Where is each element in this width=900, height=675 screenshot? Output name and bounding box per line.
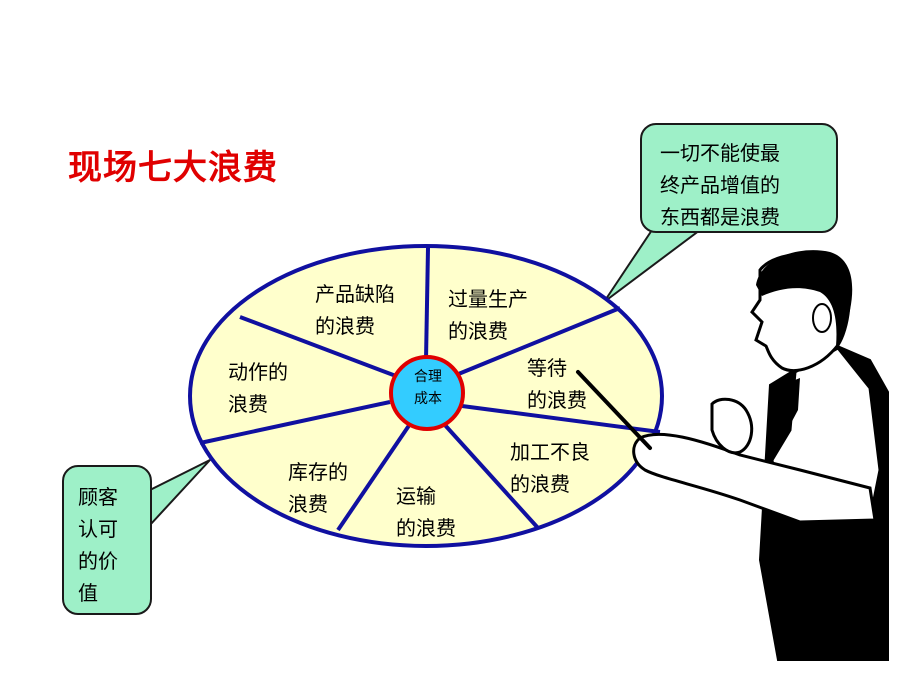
segment-label-line: 库存的: [288, 460, 348, 484]
spoke-transport-inventory: [336, 422, 412, 532]
segment-label-line: 运输: [396, 484, 436, 508]
segment-label-line: 产品缺陷: [315, 282, 395, 306]
spoke-waiting-processing: [461, 404, 661, 434]
presenter-ear: [812, 303, 832, 333]
spoke-inventory-motion: [199, 400, 391, 445]
segment-label-line: 的浪费: [527, 388, 587, 412]
segment-label-line: 的浪费: [396, 516, 456, 540]
segment-waiting: 等待 的浪费: [527, 352, 587, 416]
segment-label-line: 过量生产: [448, 287, 528, 311]
presenter-hand: [710, 397, 754, 455]
segment-label-line: 的浪费: [510, 472, 570, 496]
slide-title: 现场七大浪费: [68, 148, 278, 188]
spoke-defects-overproduction: [424, 247, 430, 361]
callout-definition-line: 终产品增值的: [660, 173, 780, 197]
segment-label-line: 浪费: [228, 392, 268, 416]
segment-label-line: 的浪费: [448, 319, 508, 343]
callout-value-line: 值: [78, 581, 98, 605]
segment-label-line: 动作的: [228, 360, 288, 384]
callout-definition-line: 东西都是浪费: [660, 205, 780, 229]
hub-label-line: 合理: [414, 369, 442, 385]
segment-inventory: 库存的 浪费: [288, 456, 348, 520]
presenter-tie: [778, 378, 800, 440]
spoke-motion-defects: [239, 315, 397, 378]
segment-label-line: 等待: [527, 356, 567, 380]
callout-value-tail: [149, 459, 211, 528]
segment-label-line: 的浪费: [315, 314, 375, 338]
segment-overproduction: 过量生产 的浪费: [448, 283, 528, 347]
segment-label-line: 浪费: [288, 492, 328, 516]
callout-value-line: 认可: [78, 517, 118, 541]
segment-motion: 动作的 浪费: [228, 356, 288, 420]
segment-label-line: 加工不良: [510, 440, 590, 464]
callout-value-line: 顾客: [78, 485, 118, 509]
spoke-processing-transport: [442, 422, 540, 530]
hub-label-line: 成本: [414, 391, 442, 407]
hub-label: 合理 成本: [392, 366, 464, 410]
callout-customer-value: 顾客 认可 的价 值: [62, 465, 152, 615]
reasonable-cost-hub: [389, 355, 465, 431]
callout-definition-line: 一切不能使最: [660, 141, 780, 165]
presenter-figure: [576, 250, 889, 661]
callout-value-line: 的价: [78, 549, 118, 573]
callout-definition: 一切不能使最 终产品增值的 东西都是浪费: [640, 123, 838, 233]
pointer-stick: [576, 370, 652, 450]
segment-processing: 加工不良 的浪费: [510, 436, 590, 500]
presenter-hair: [756, 250, 853, 346]
spoke-overproduction-waiting: [455, 306, 621, 377]
presenter-arm: [632, 432, 877, 524]
segment-transport: 运输 的浪费: [396, 480, 456, 544]
segment-defects: 产品缺陷 的浪费: [315, 278, 395, 342]
